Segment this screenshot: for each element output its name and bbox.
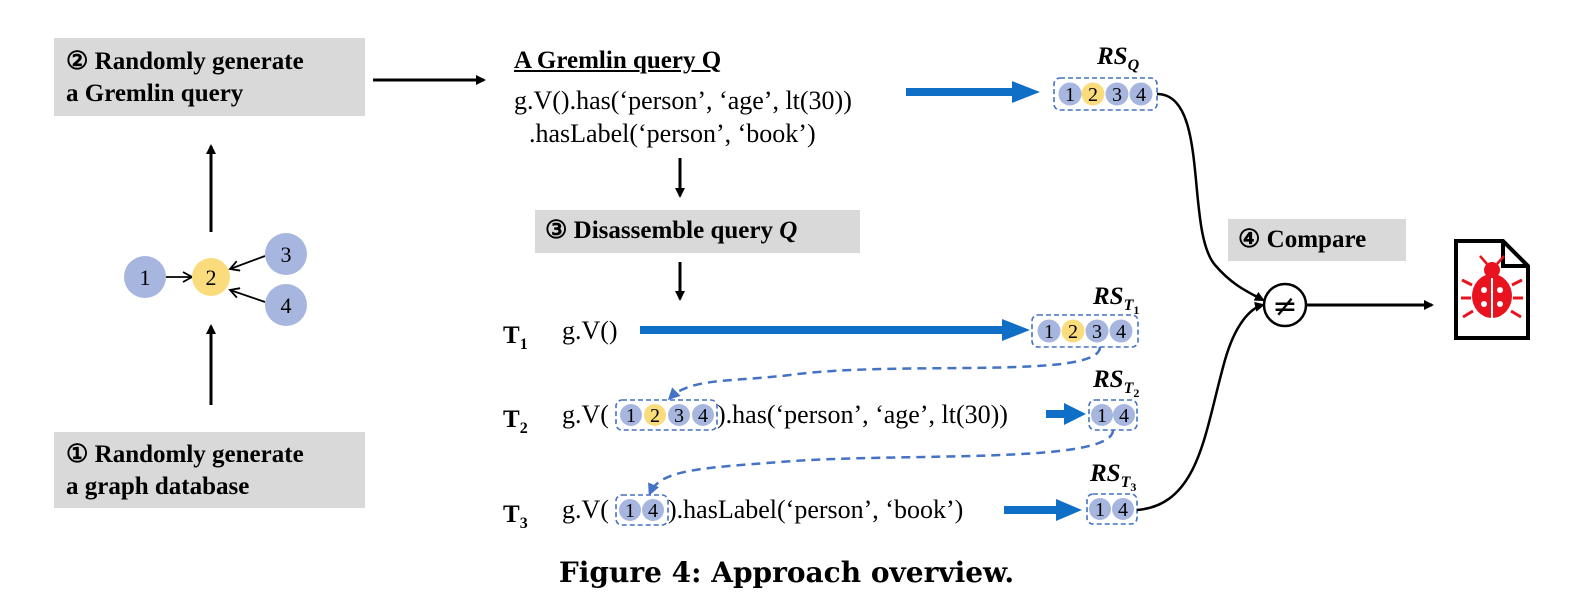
row-code-t2-pre: g.V( bbox=[562, 400, 609, 429]
t2-inline-node-3: 3 bbox=[674, 405, 684, 427]
step1-box: ① Randomly generate a graph database bbox=[54, 432, 365, 508]
query-line1: g.V().has(‘person’, ‘age’, lt(30)) bbox=[514, 86, 852, 115]
t2-inline-node-2: 2 bbox=[650, 405, 660, 427]
rsq-node-2: 2 bbox=[1088, 84, 1098, 106]
rsq-node-1: 1 bbox=[1065, 84, 1075, 106]
step3-label: ③ Disassemble query bbox=[545, 217, 780, 244]
rs-label-q: RSQ bbox=[1097, 43, 1140, 74]
step3-var: Q bbox=[779, 217, 798, 244]
dashed-arrow-rst1-to-t2 bbox=[667, 346, 1102, 401]
t2-inline-node-1: 1 bbox=[626, 405, 636, 427]
row-code-t1: g.V() bbox=[562, 316, 618, 345]
result-set-rst1: 1 2 3 4 bbox=[1031, 314, 1139, 348]
step1-line1: ① Randomly generate bbox=[66, 441, 304, 468]
query-title: A Gremlin query Q bbox=[514, 47, 722, 74]
t3-inline-node-1: 1 bbox=[625, 500, 635, 522]
query-line2: .hasLabel(‘person’, ‘book’) bbox=[529, 119, 816, 148]
graph-node-label-2: 2 bbox=[206, 265, 217, 290]
rst1-node-1: 1 bbox=[1044, 321, 1054, 343]
edge-3-2 bbox=[228, 255, 266, 272]
graph-node-4 bbox=[265, 284, 307, 326]
graph-node-label-1: 1 bbox=[140, 265, 151, 290]
rs-label-t2: RST2 bbox=[1093, 366, 1140, 401]
edge-4-2 bbox=[228, 287, 266, 303]
curve-rsq-to-compare bbox=[1156, 92, 1265, 302]
row-code-t3-pre: g.V( bbox=[562, 495, 609, 524]
curve-rst3-to-compare bbox=[1136, 301, 1265, 512]
blue-arrow-t3 bbox=[1004, 499, 1082, 521]
row-label-t2: T2 bbox=[503, 406, 528, 437]
bug-report-icon bbox=[1454, 239, 1530, 340]
step1-line2: a graph database bbox=[66, 473, 250, 500]
graph-node-1 bbox=[124, 256, 166, 298]
rst3-node-4: 4 bbox=[1118, 499, 1128, 521]
t3-inline-node-4: 4 bbox=[648, 500, 658, 522]
inline-set-t3: 1 4 bbox=[615, 494, 669, 526]
row-label-t3: T3 bbox=[503, 501, 528, 532]
graph-node-3 bbox=[265, 233, 307, 275]
step2-line2: a Gremlin query bbox=[66, 80, 244, 107]
rst1-node-3: 3 bbox=[1092, 321, 1102, 343]
inline-set-t2: 1 2 3 4 bbox=[615, 399, 718, 431]
result-set-rsq: 1 2 3 4 bbox=[1053, 77, 1158, 111]
row-code-t3-post: ).hasLabel(‘person’, ‘book’) bbox=[668, 495, 964, 524]
step4-label: ④ Compare bbox=[1238, 226, 1367, 253]
dashed-arrow-rst2-to-t3 bbox=[648, 429, 1115, 496]
rst1-node-2: 2 bbox=[1068, 321, 1078, 343]
rsq-node-4: 4 bbox=[1136, 84, 1146, 106]
blue-arrow-t1 bbox=[640, 319, 1030, 341]
compare-symbol: ≠ bbox=[1272, 289, 1297, 324]
graph-node-2 bbox=[192, 258, 230, 296]
rs-label-t3: RST3 bbox=[1090, 460, 1137, 495]
blue-arrow-q bbox=[906, 81, 1040, 103]
step2-box: ② Randomly generate a Gremlin query bbox=[54, 38, 365, 116]
step2-line1: ② Randomly generate bbox=[66, 48, 304, 75]
figure-caption: Figure 4: Approach overview. bbox=[558, 556, 1015, 589]
rst3-node-1: 1 bbox=[1095, 499, 1105, 521]
rst1-node-4: 4 bbox=[1116, 321, 1126, 343]
rs-label-t1: RST1 bbox=[1093, 283, 1140, 318]
step3-box: ③ Disassemble query Q bbox=[535, 210, 860, 253]
step4-box: ④ Compare bbox=[1228, 219, 1406, 261]
row-label-t1: T1 bbox=[503, 322, 528, 353]
blue-arrow-t2 bbox=[1046, 403, 1086, 425]
rst2-node-1: 1 bbox=[1097, 405, 1107, 427]
t2-inline-node-4: 4 bbox=[698, 405, 708, 427]
rst2-node-4: 4 bbox=[1119, 405, 1129, 427]
graph-node-label-4: 4 bbox=[281, 293, 292, 318]
graph-node-label-3: 3 bbox=[281, 242, 292, 267]
row-code-t2-post: ).has(‘person’, ‘age’, lt(30)) bbox=[717, 400, 1008, 429]
rsq-node-3: 3 bbox=[1112, 84, 1122, 106]
